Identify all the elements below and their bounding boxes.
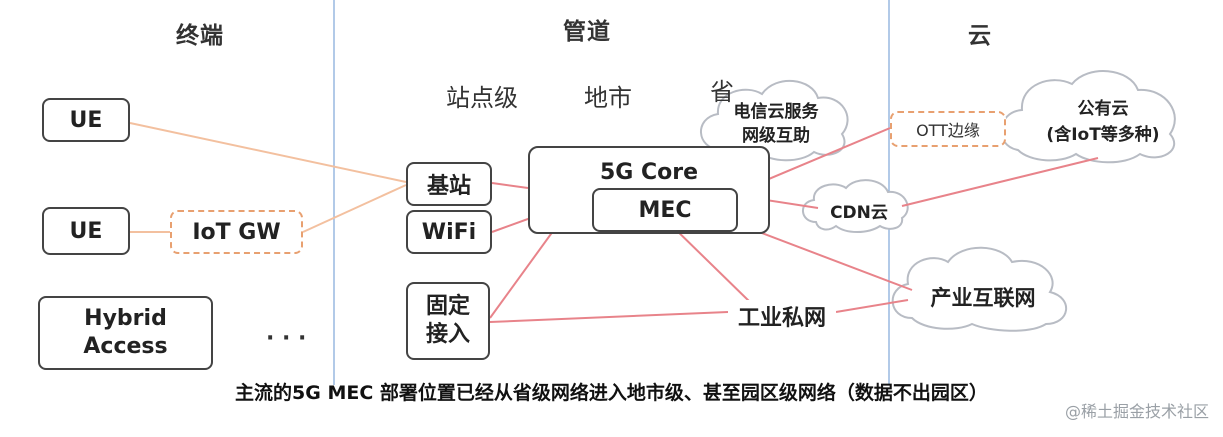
- header-terminal: 终端: [176, 23, 224, 49]
- link-iotgw-basestation: [302, 184, 407, 233]
- telecom-cloud-line2: 网级互助: [742, 126, 810, 146]
- cdn-cloud-label: CDN云: [830, 202, 888, 223]
- header-cloud: 云: [968, 23, 992, 49]
- core-5g-label: 5G Core: [599, 160, 699, 185]
- telecom-cloud-line1: 电信云服务: [733, 102, 819, 122]
- cloud-industrial-internet-shape: [891, 246, 1068, 332]
- telecom-cloud-label: 电信云服务 网级互助: [720, 98, 832, 150]
- fixed-access-line1: 固定: [425, 294, 470, 319]
- level-site: 站点级: [446, 84, 518, 112]
- public-cloud-line1: 公有云: [1077, 99, 1129, 119]
- hybrid-access-line2: Access: [83, 334, 168, 359]
- hybrid-access-box: Hybrid Access: [38, 296, 213, 370]
- link-fixed-privatenet: [489, 311, 729, 323]
- industrial-private-network-label: 工业私网: [728, 300, 836, 331]
- cloud-cdn-shape: [802, 179, 909, 233]
- ue-box-2: UE: [42, 207, 130, 255]
- industrial-internet-label: 产业互联网: [930, 286, 1036, 310]
- watermark: @稀土掘金技术社区: [1064, 402, 1209, 421]
- wifi-box: WiFi: [406, 210, 492, 254]
- link-cdn-public: [901, 157, 1099, 207]
- fixed-access-line2: 接入: [425, 322, 470, 347]
- link-basestation-core: [491, 182, 529, 189]
- level-city: 地市: [584, 84, 632, 112]
- link-ue1-basestation: [129, 122, 407, 183]
- fixed-access-box: 固定 接入: [406, 282, 490, 360]
- mec-box: MEC: [592, 188, 738, 232]
- public-cloud-line2: (含IoT等多种): [1046, 125, 1160, 145]
- public-cloud-label: 公有云 (含IoT等多种): [1028, 92, 1178, 152]
- base-station-box: 基站: [406, 162, 492, 206]
- cloud-public-shape: [1000, 70, 1176, 164]
- link-mec-privatenet: [667, 221, 753, 305]
- header-pipeline: 管道: [563, 19, 611, 45]
- link-privatenet-industrial: [835, 299, 909, 313]
- caption: 主流的5G MEC 部署位置已经从省级网络进入地市级、甚至园区级网络（数据不出园…: [235, 382, 988, 404]
- level-province: 省: [710, 78, 734, 106]
- ott-edge-box: OTT边缘: [890, 111, 1006, 147]
- ellipsis: · · ·: [266, 326, 307, 351]
- iot-gateway-box: IoT GW: [170, 210, 303, 254]
- link-mec-industrial: [737, 223, 913, 291]
- hybrid-access-line1: Hybrid: [84, 306, 167, 331]
- ue-box-1: UE: [42, 98, 130, 142]
